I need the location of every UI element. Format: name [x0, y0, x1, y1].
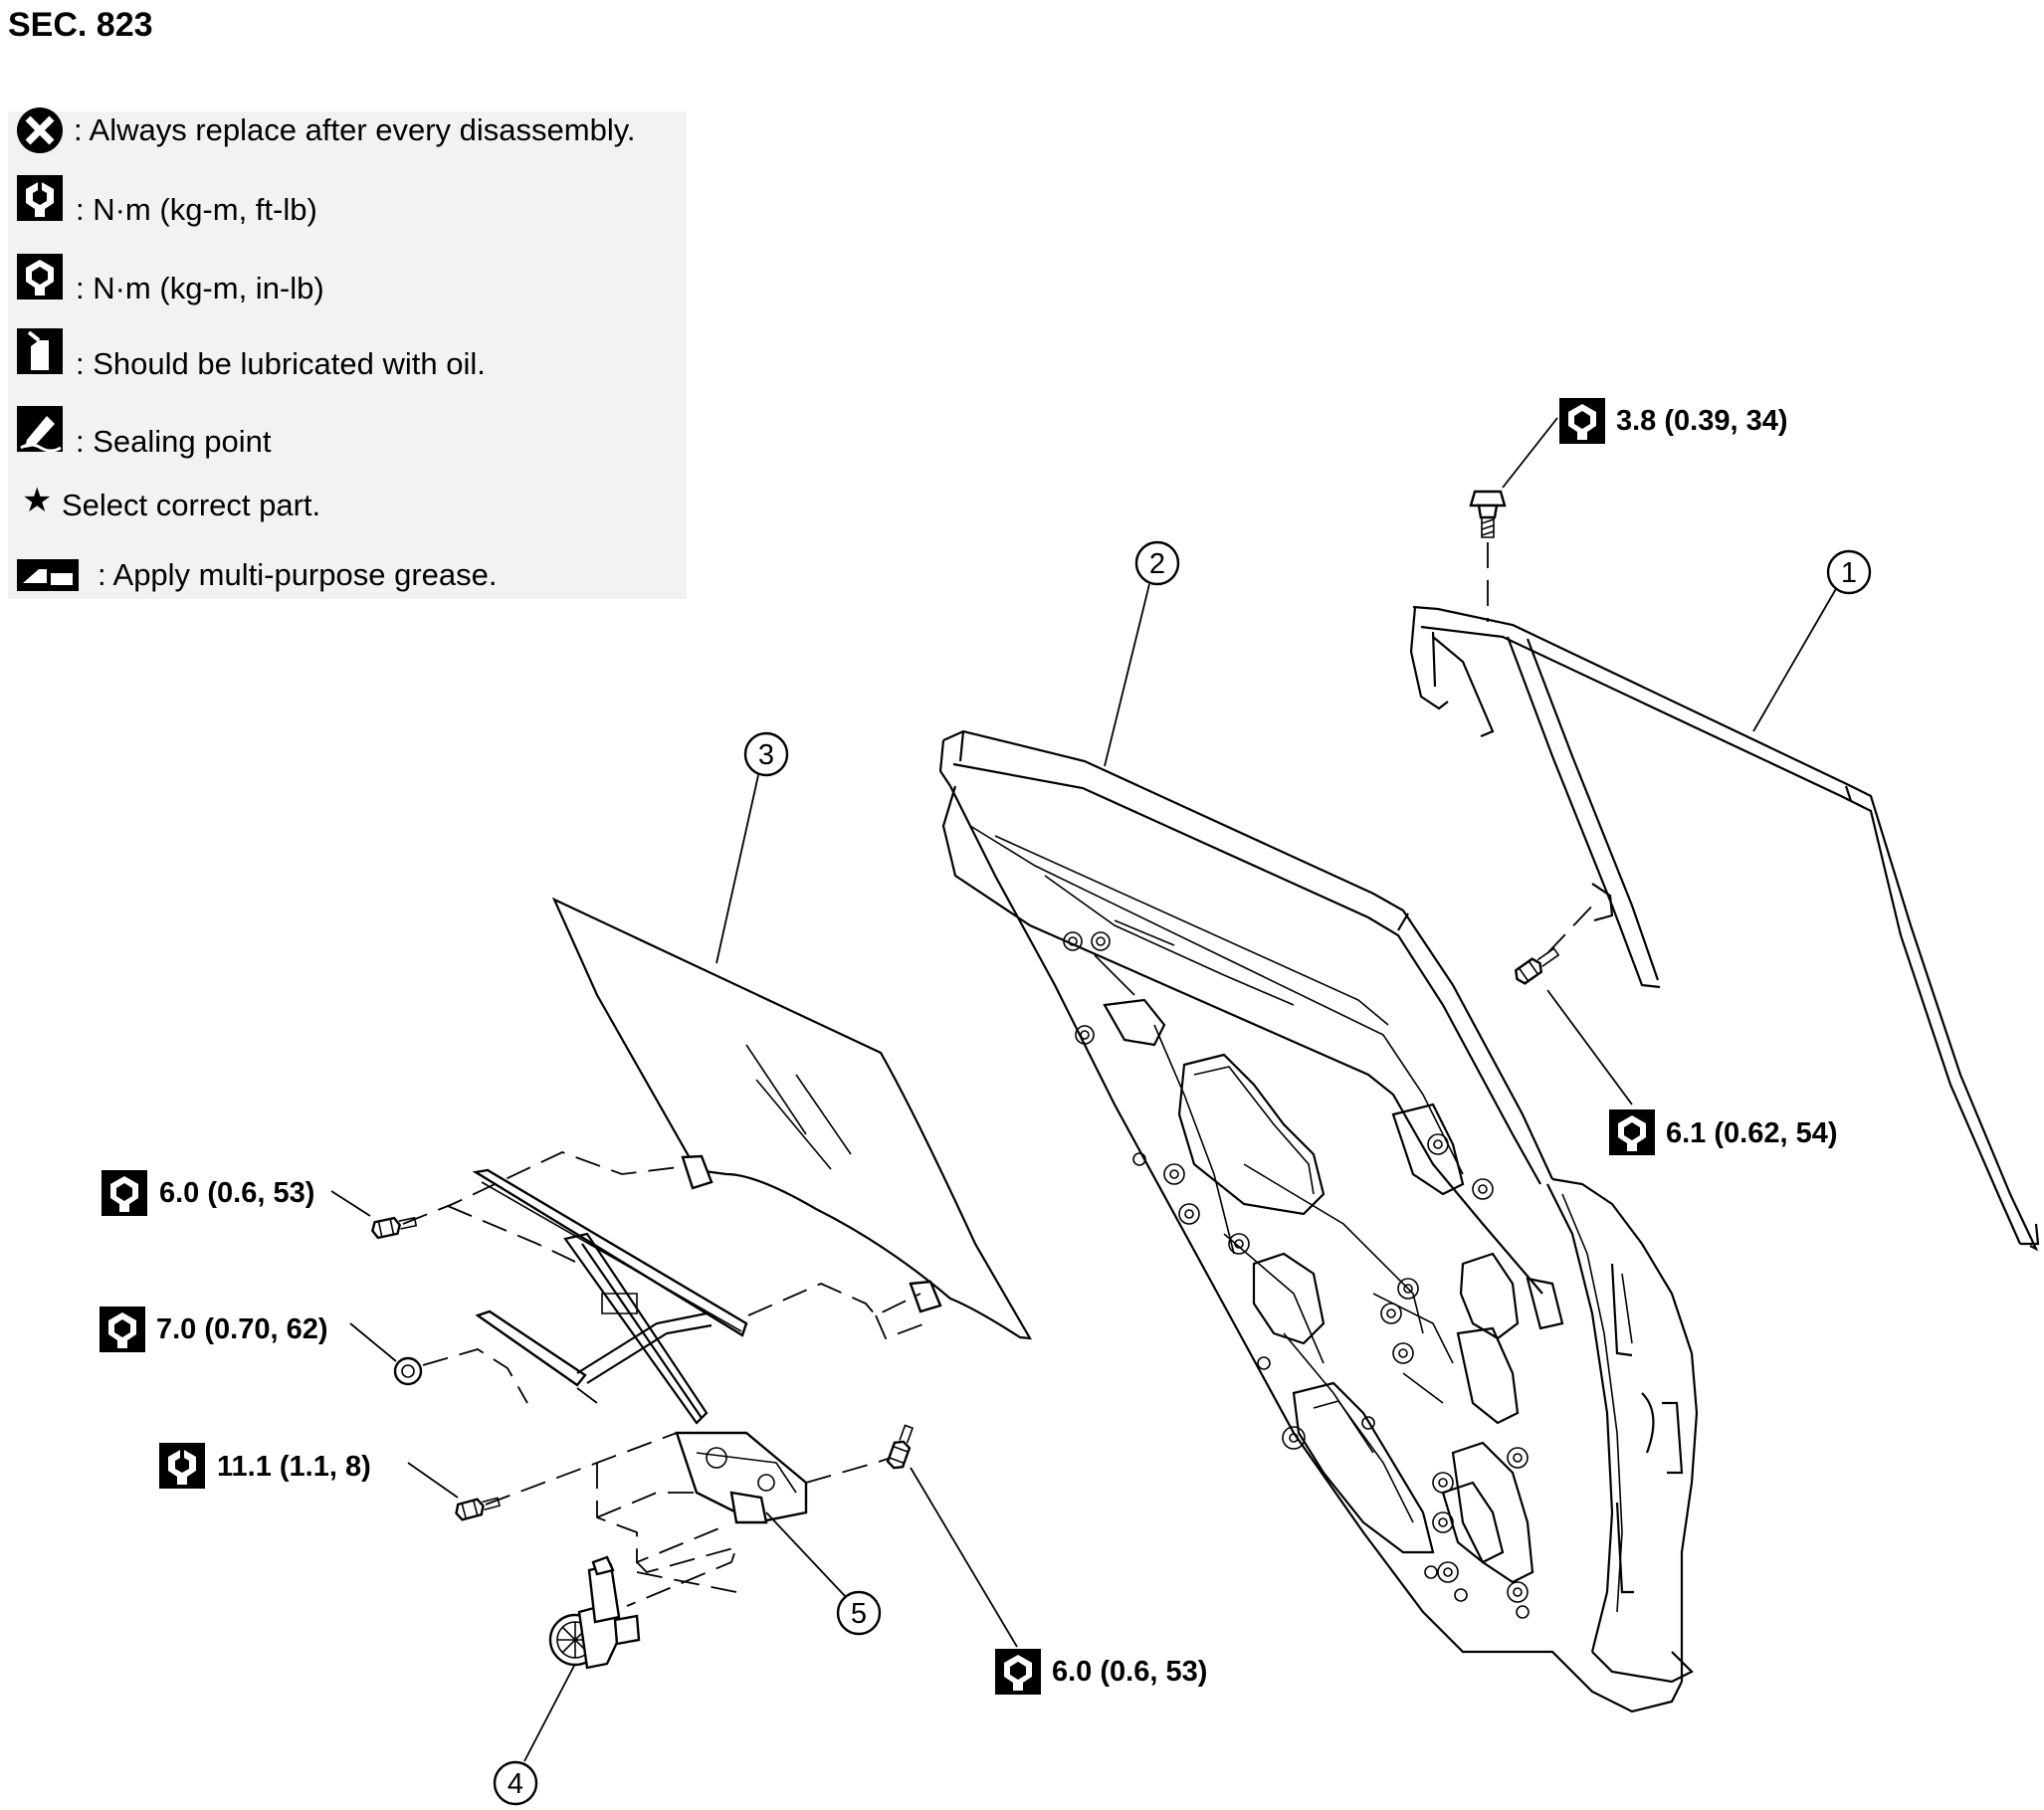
sealing-icon	[17, 406, 63, 453]
torque-value: 11.1 (1.1, 8)	[217, 1451, 371, 1483]
bolt-regulator-lower	[453, 1497, 501, 1522]
torque-value: 6.0 (0.6, 53)	[159, 1177, 314, 1209]
legend-item-grease: : Apply multi-purpose grease.	[98, 557, 498, 592]
torque-solid-wrench-icon	[100, 1307, 145, 1352]
legend-item-lubricate: : Should be lubricated with oil.	[76, 346, 486, 381]
part-2-rear-door-panel	[938, 729, 1699, 1713]
torque-label-nut: 7.0 (0.70, 62)	[100, 1307, 397, 1362]
section-title: SEC. 823	[8, 6, 153, 44]
torque-value: 3.8 (0.39, 34)	[1616, 405, 1788, 437]
torque-label-regulator-lower: 11.1 (1.1, 8)	[159, 1443, 459, 1499]
bolt-regulator-right	[885, 1424, 915, 1473]
nut-regulator	[393, 1356, 423, 1386]
torque-solid-wrench-icon	[102, 1170, 147, 1216]
part-1-door-sash	[1409, 605, 2040, 1252]
torque-solid-wrench-icon	[1559, 398, 1605, 444]
torque-value: 7.0 (0.70, 62)	[156, 1313, 328, 1345]
callout-1-label: 1	[1841, 557, 1857, 589]
legend-item-replace: : Always replace after every disassembly…	[74, 112, 636, 147]
callout-2: 2	[1104, 540, 1180, 767]
star-icon: ★	[22, 481, 52, 520]
x-circle-icon	[17, 107, 63, 153]
bolt-regulator-upper	[369, 1216, 418, 1240]
part-5-door-window-regulator	[472, 1168, 808, 1524]
callout-4-label: 4	[508, 1768, 523, 1800]
callout-1: 1	[1752, 549, 1872, 732]
oil-can-icon	[17, 328, 63, 374]
legend: : Always replace after every disassembly…	[8, 107, 687, 599]
bolt-sash-upper	[1469, 490, 1507, 538]
legend-item-torque-in-lb: : N·m (kg-m, in-lb)	[76, 271, 324, 305]
callout-5: 5	[765, 1511, 882, 1636]
torque-value: 6.0 (0.6, 53)	[1052, 1656, 1207, 1688]
legend-item-sealing: : Sealing point	[76, 424, 272, 459]
torque-label-sash-lower: 6.1 (0.62, 54)	[1546, 989, 1838, 1155]
torque-solid-wrench-icon	[1609, 1109, 1655, 1155]
torque-label-regulator-upper: 6.0 (0.6, 53)	[102, 1170, 371, 1217]
torque-open-wrench-icon	[17, 175, 63, 221]
torque-solid-wrench-icon	[17, 254, 63, 300]
bolt-sash-lower	[1511, 947, 1560, 987]
torque-value: 6.1 (0.62, 54)	[1666, 1117, 1838, 1149]
callout-2-label: 2	[1149, 548, 1165, 580]
part-3-door-glass	[551, 897, 1033, 1340]
legend-item-select-part: Select correct part.	[62, 488, 320, 522]
torque-label-regulator-right: 6.0 (0.6, 53)	[910, 1467, 1207, 1695]
legend-item-torque-ft-lb: : N·m (kg-m, ft-lb)	[76, 192, 317, 227]
callout-3: 3	[715, 731, 789, 964]
torque-solid-wrench-icon	[995, 1649, 1041, 1695]
callout-5-label: 5	[851, 1598, 867, 1630]
callout-3-label: 3	[758, 739, 774, 771]
torque-label-sash-upper: 3.8 (0.39, 34)	[1502, 398, 1788, 489]
callout-4: 4	[493, 1663, 576, 1806]
torque-open-wrench-icon	[159, 1443, 205, 1489]
part-4-window-motor	[548, 1555, 641, 1670]
grease-icon	[17, 559, 79, 591]
alignment-lines	[402, 542, 1598, 1607]
